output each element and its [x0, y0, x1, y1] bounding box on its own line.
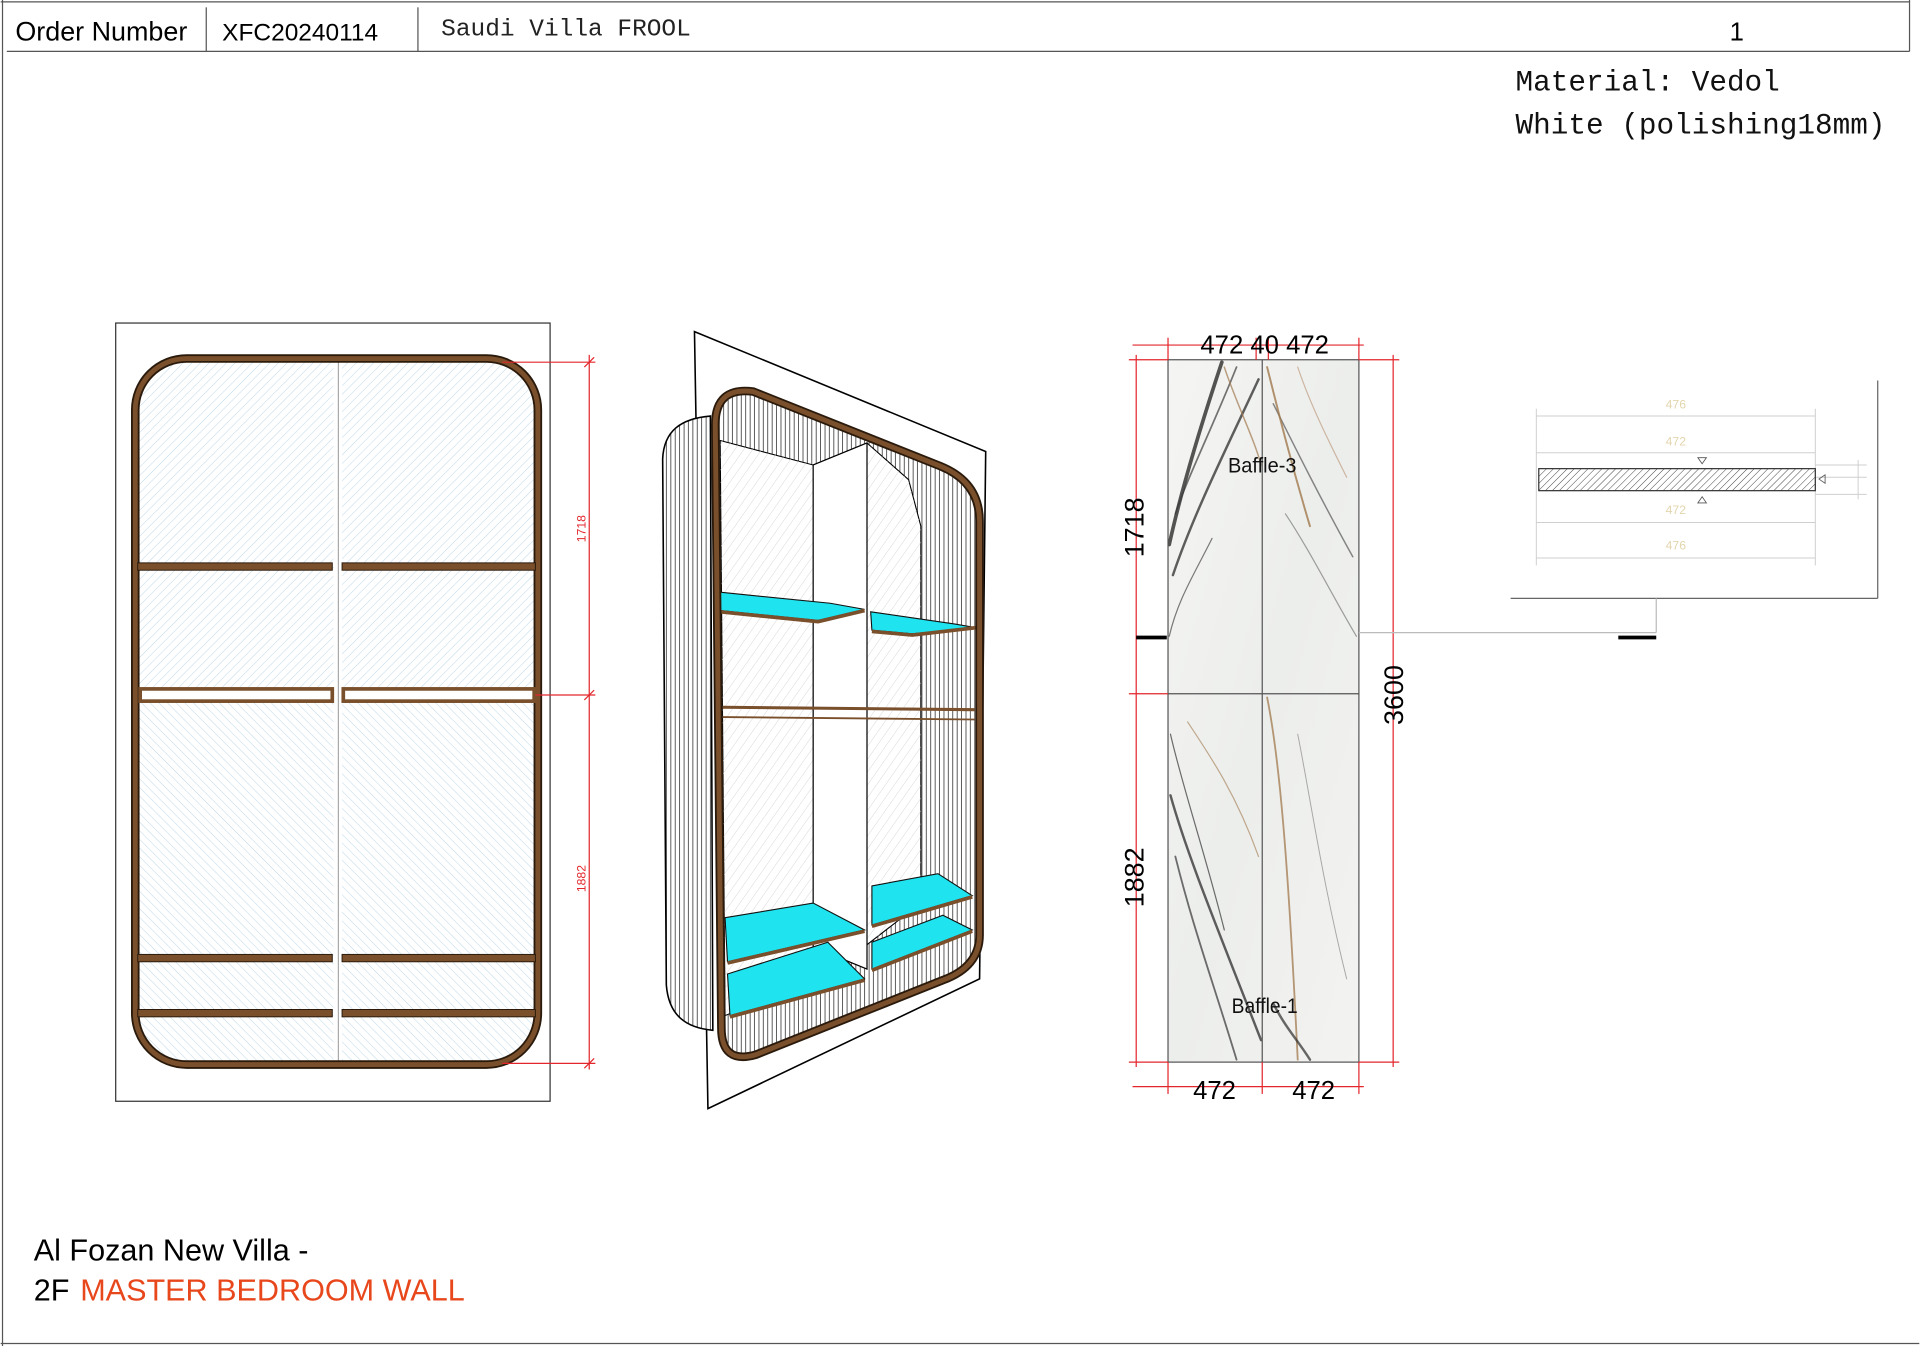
- marble-dim-upper: 1718: [1120, 497, 1150, 557]
- section-dim-1: 476: [1666, 398, 1687, 412]
- perspective-view: [661, 330, 987, 1110]
- section-detail: 476 472 472 476: [1510, 380, 1879, 633]
- marble-dim-bottom-right: 472: [1292, 1077, 1335, 1105]
- front-dim-lower: 1882: [575, 865, 589, 892]
- glass-shelf-top-right-edge: [871, 625, 977, 637]
- material-line-2: White (polishing18mm): [1516, 109, 1886, 142]
- front-dimension-lines: [502, 354, 596, 1070]
- glass-shelf-bottom-right-lower-edge: [871, 929, 973, 973]
- front-dim-upper: 1718: [575, 515, 589, 542]
- project-title: Al Fozan New Villa -: [34, 1233, 309, 1267]
- marble-dim-top: 472 40 472: [1200, 332, 1329, 360]
- front-elevation: 1718 1882: [115, 322, 596, 1102]
- marble-dim-lower: 1882: [1120, 847, 1150, 907]
- shelf-bottom-left: [137, 1009, 333, 1018]
- glass-shelf-bottom-left-lower: [726, 941, 866, 1017]
- section-dim-4: 476: [1666, 538, 1687, 552]
- marble-dim-total: 3600: [1379, 665, 1409, 725]
- glass-shelf-bottom-left-upper-edge: [727, 929, 865, 965]
- marble-dimension-lines: [1128, 337, 1400, 1094]
- order-number-value: XFC20240114: [222, 19, 378, 46]
- hanging-rail-lower: [722, 716, 975, 721]
- marble-veining: [1168, 360, 1358, 1061]
- center-partition: [812, 442, 868, 971]
- shelf-upper-right: [341, 562, 536, 571]
- shelf-middle-left: [138, 687, 335, 703]
- hanging-rail: [722, 705, 975, 712]
- project-name: Saudi Villa FROOL: [441, 16, 691, 43]
- glass-shelf-bottom-left-lower-edge: [729, 978, 866, 1019]
- glass-shelf-bottom-right-lower: [871, 914, 974, 970]
- room-title: MASTER BEDROOM WALL: [80, 1274, 465, 1308]
- page-number: 1: [1730, 18, 1744, 46]
- glass-shelf-bottom-right-upper: [871, 873, 974, 926]
- shelf-bottom-right: [341, 1009, 536, 1018]
- glass-shelf-bottom-right-upper-edge: [871, 895, 973, 929]
- marble-dim-bottom-left: 472: [1193, 1077, 1236, 1105]
- section-marker-bottom: [1697, 496, 1708, 504]
- drawing-title: Al Fozan New Villa - 2F MASTER BEDROOM W…: [34, 1233, 465, 1307]
- order-number-label: Order Number: [15, 16, 187, 46]
- cabinet-side-exterior: [661, 415, 714, 1032]
- panel-label-baffle-1: Baffle-1: [1232, 995, 1298, 1018]
- glass-shelf-bottom-left-upper: [724, 902, 867, 963]
- material-line-1: Material: Vedol: [1516, 67, 1780, 100]
- perspective-frame: [712, 388, 983, 1060]
- section-dim-3: 472: [1666, 503, 1687, 517]
- section-marker-side: [1818, 473, 1826, 485]
- panel-label-baffle-3: Baffle-3: [1228, 454, 1297, 477]
- front-frame: [132, 356, 541, 1068]
- glass-shelf-top-left-edge: [719, 608, 865, 624]
- shelf-upper-left: [137, 562, 333, 571]
- panel-section-hatch: [1538, 468, 1816, 492]
- shelf-lower-right: [341, 953, 536, 963]
- shelf-middle-right: [341, 687, 537, 703]
- marble-panel-outline: [1167, 359, 1360, 1063]
- floor-label: 2F: [34, 1274, 70, 1308]
- shelf-lower-left: [137, 953, 333, 963]
- marble-elevation: Baffle-3 Baffle-1 472 40 472 1718 1882 3…: [1120, 332, 1657, 1105]
- front-hatch-fill: [135, 358, 538, 1065]
- section-marker-top: [1697, 457, 1708, 465]
- section-dim-2: 472: [1666, 434, 1687, 448]
